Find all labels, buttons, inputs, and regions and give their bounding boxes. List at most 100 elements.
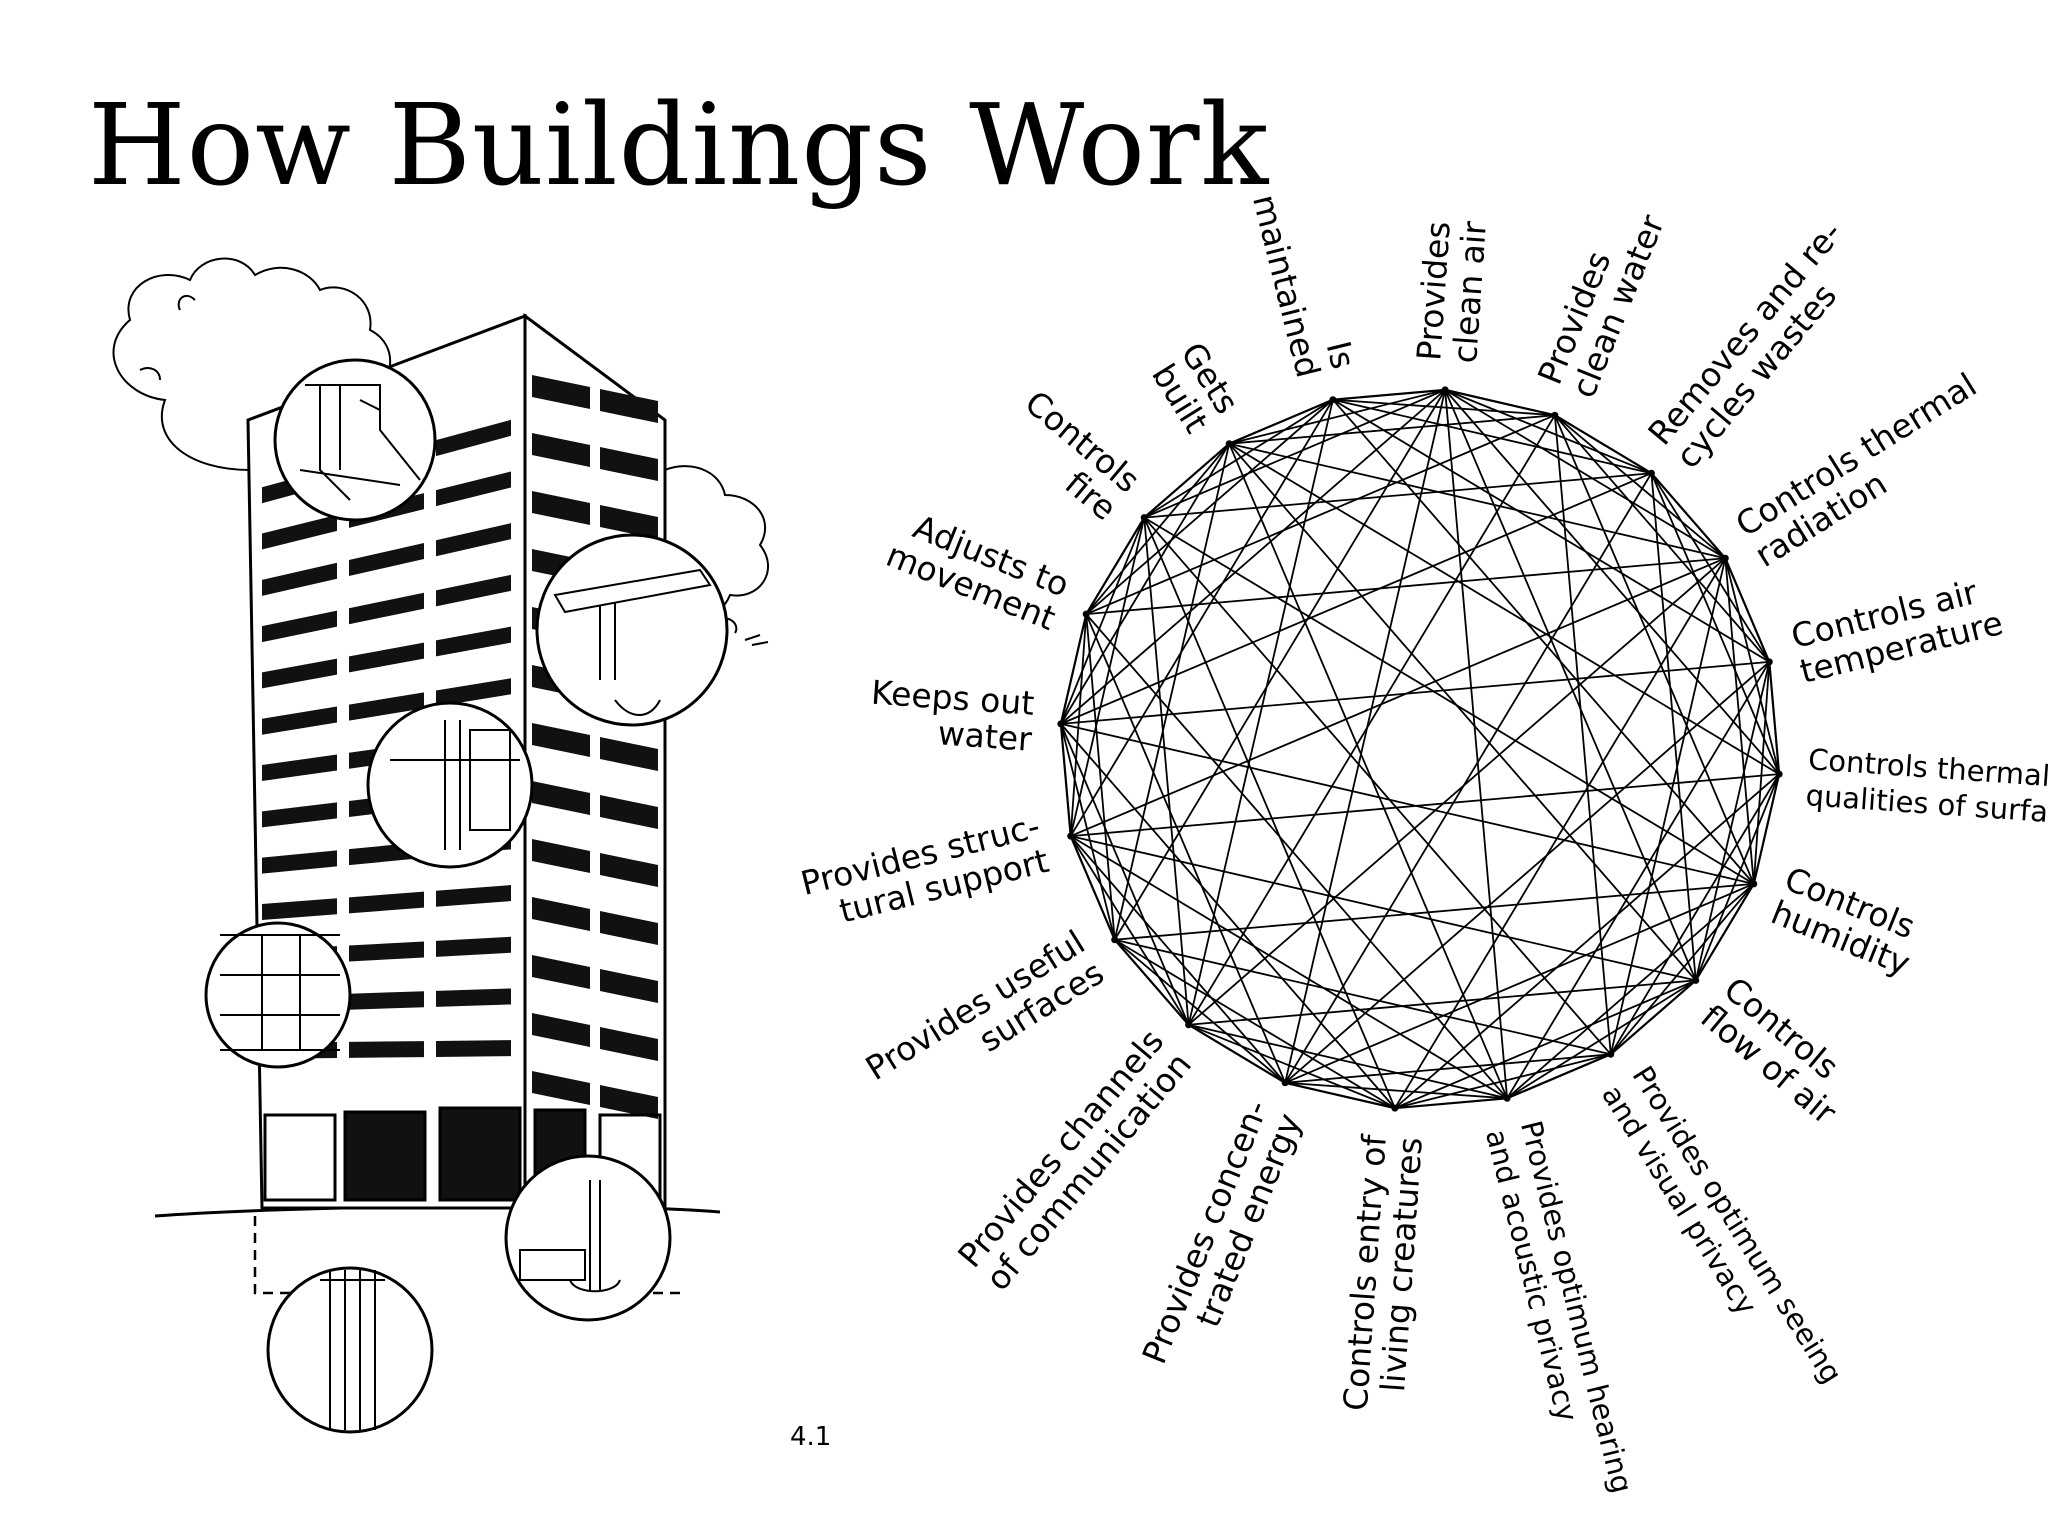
window (532, 955, 590, 989)
network-node (1441, 386, 1449, 394)
connection-line (1724, 558, 1755, 884)
connection-line (1060, 723, 1190, 1026)
network-node (1140, 514, 1148, 522)
window (600, 853, 658, 887)
connection-line (1113, 443, 1231, 940)
connection-line (1070, 835, 1286, 1084)
connection-line (1284, 389, 1446, 1083)
connection-line (1060, 723, 1754, 885)
network-node (1647, 469, 1655, 477)
connection-line (1060, 661, 1770, 725)
connection-line (1070, 835, 1508, 1100)
connection-line (1284, 472, 1653, 1084)
window (262, 754, 337, 782)
window (262, 658, 337, 689)
connection-line (1332, 398, 1770, 663)
function-label-line: maintained (1245, 191, 1328, 382)
window (532, 1013, 590, 1047)
connection-line (1069, 399, 1334, 837)
connection-line (1285, 1081, 1508, 1100)
window (349, 642, 424, 673)
network-node (1067, 832, 1075, 840)
connection-line (1060, 723, 1116, 940)
connection-line (1610, 883, 1755, 1055)
window (600, 1085, 658, 1119)
network-node (1721, 554, 1729, 562)
network-node (1775, 770, 1783, 778)
window (349, 941, 424, 962)
connection-line (1187, 414, 1556, 1026)
window (600, 969, 658, 1003)
window (600, 911, 658, 945)
network-node (1082, 610, 1090, 618)
connection-line (1724, 558, 1780, 775)
connection-line (1694, 661, 1771, 981)
window (436, 885, 511, 907)
connection-line (1060, 443, 1231, 725)
network-node (1607, 1050, 1615, 1058)
window (349, 592, 424, 625)
function-label-line: water (937, 713, 1034, 758)
window (349, 542, 424, 577)
window (436, 1040, 511, 1057)
function-label: Provides concen-trated energy (1134, 1094, 1309, 1369)
connection-line (1188, 1023, 1508, 1100)
connection-line (1188, 557, 1726, 1026)
connection-line (1085, 443, 1230, 615)
connection-line (1228, 443, 1697, 981)
connection-line (1332, 398, 1652, 475)
window (262, 610, 337, 643)
window (436, 471, 511, 507)
window (262, 850, 337, 874)
connection-line (1143, 517, 1190, 1025)
connection-line (1444, 389, 1780, 775)
window (262, 514, 337, 550)
connection-line (1069, 835, 1190, 1026)
connection-line (1609, 558, 1727, 1055)
window (262, 706, 337, 735)
function-label: Provides struc-tural support (797, 806, 1053, 931)
window (532, 491, 590, 525)
window (436, 936, 511, 957)
connection-line (1752, 661, 1771, 884)
window (600, 389, 658, 423)
connection-line (1444, 389, 1726, 560)
network-node (1551, 411, 1559, 419)
connection-line (1650, 472, 1771, 663)
connection-line (1506, 883, 1755, 1099)
connection-line (1506, 661, 1771, 1099)
detail-contents (220, 384, 712, 1430)
window (436, 626, 511, 657)
window (349, 991, 424, 1010)
connection-line (1085, 399, 1334, 615)
window (262, 898, 337, 920)
connection-line (1069, 517, 1146, 837)
window (532, 1071, 590, 1105)
window (436, 988, 511, 1007)
connection-line (1554, 414, 1726, 559)
page-number: 4.1 (790, 1422, 832, 1452)
window (532, 781, 590, 815)
connection-line (1060, 517, 1146, 725)
connection-line (1229, 442, 1726, 560)
connection-line (1228, 443, 1508, 1099)
window (532, 897, 590, 931)
connection-line (1143, 398, 1334, 519)
function-label-line: of communication (978, 1045, 1199, 1298)
network-node (1185, 1021, 1193, 1029)
network-node (1329, 396, 1337, 404)
connection-line (1554, 414, 1755, 885)
window (600, 447, 658, 481)
